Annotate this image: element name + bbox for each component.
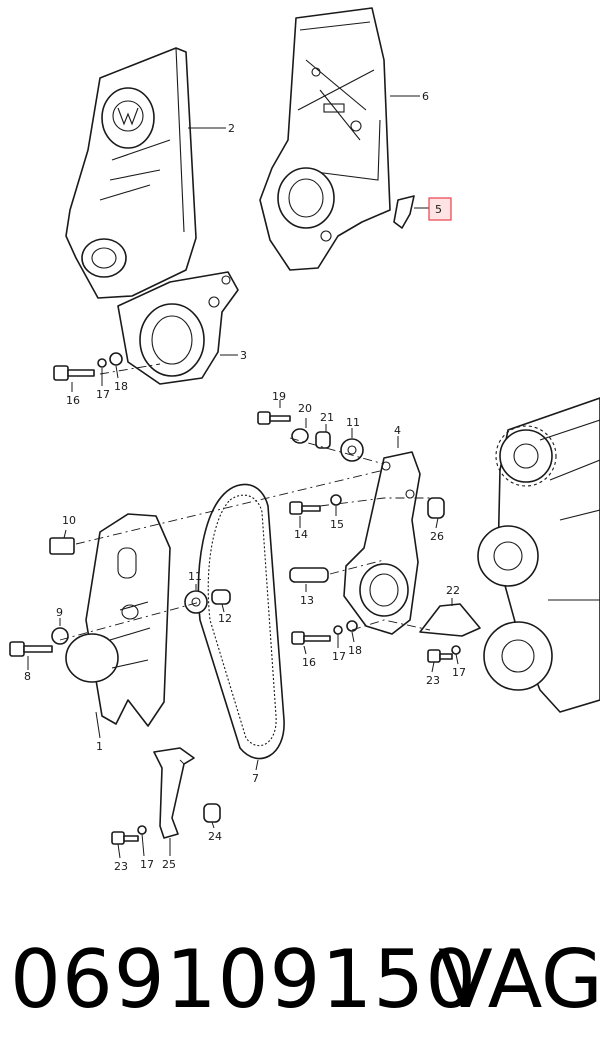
callout-16-bottom: 16 <box>302 656 316 669</box>
footer-caption: 069109150 VAG <box>0 925 600 1045</box>
callout-7: 7 <box>252 772 259 785</box>
callout-4: 4 <box>394 424 401 437</box>
callout-23-right: 23 <box>426 674 440 687</box>
callout-15: 15 <box>330 518 344 531</box>
hardware <box>9 352 461 845</box>
tensioner-bracket <box>343 451 421 635</box>
engine-block <box>477 397 600 713</box>
callout-18-top: 18 <box>114 380 128 393</box>
callout-18-bottom: 18 <box>348 644 362 657</box>
exploded-parts-diagram: 2 3 6 5 16 17 18 19 20 21 11 4 10 14 15 … <box>9 7 600 873</box>
callout-22: 22 <box>446 584 460 597</box>
callout-2: 2 <box>228 122 235 135</box>
part-number: 069109150 <box>10 933 478 1026</box>
callout-26: 26 <box>430 530 444 543</box>
callout-23-bottom: 23 <box>114 860 128 873</box>
timing-belt <box>197 483 285 760</box>
callout-25: 25 <box>162 858 176 871</box>
callout-19: 19 <box>272 390 286 403</box>
callout-1: 1 <box>96 740 103 753</box>
clip-part <box>393 195 415 229</box>
callout-20: 20 <box>298 402 312 415</box>
callout-13: 13 <box>300 594 314 607</box>
lower-bracket <box>153 747 195 839</box>
callout-3: 3 <box>240 349 247 362</box>
callout-17-right: 17 <box>452 666 466 679</box>
callout-6: 6 <box>422 90 429 103</box>
callout-11-top: 11 <box>346 416 360 429</box>
callout-14: 14 <box>294 528 308 541</box>
assembly-lines <box>59 363 432 765</box>
callout-16-top: 16 <box>66 394 80 407</box>
callout-8: 8 <box>24 670 31 683</box>
callout-21: 21 <box>320 411 334 424</box>
callout-5: 5 <box>435 203 442 216</box>
callouts: 2 3 6 5 16 17 18 19 20 21 11 4 10 14 15 … <box>24 90 466 873</box>
callout-17-mid: 17 <box>332 650 346 663</box>
leader-lines <box>27 95 459 859</box>
front-timing-cover <box>65 513 171 727</box>
callout-17-bottom: 17 <box>140 858 154 871</box>
callout-12: 12 <box>218 612 232 625</box>
small-bracket <box>419 603 481 637</box>
callout-10: 10 <box>62 514 76 527</box>
brand-name: VAG <box>438 933 600 1026</box>
rear-timing-plate <box>259 7 391 271</box>
callout-5-highlight <box>428 197 452 221</box>
callout-17-top: 17 <box>96 388 110 401</box>
callout-24: 24 <box>208 830 222 843</box>
callout-11-mid: 11 <box>188 570 202 583</box>
upper-timing-cover <box>65 47 197 299</box>
callout-9: 9 <box>56 606 63 619</box>
lower-cover-bracket <box>117 271 239 385</box>
